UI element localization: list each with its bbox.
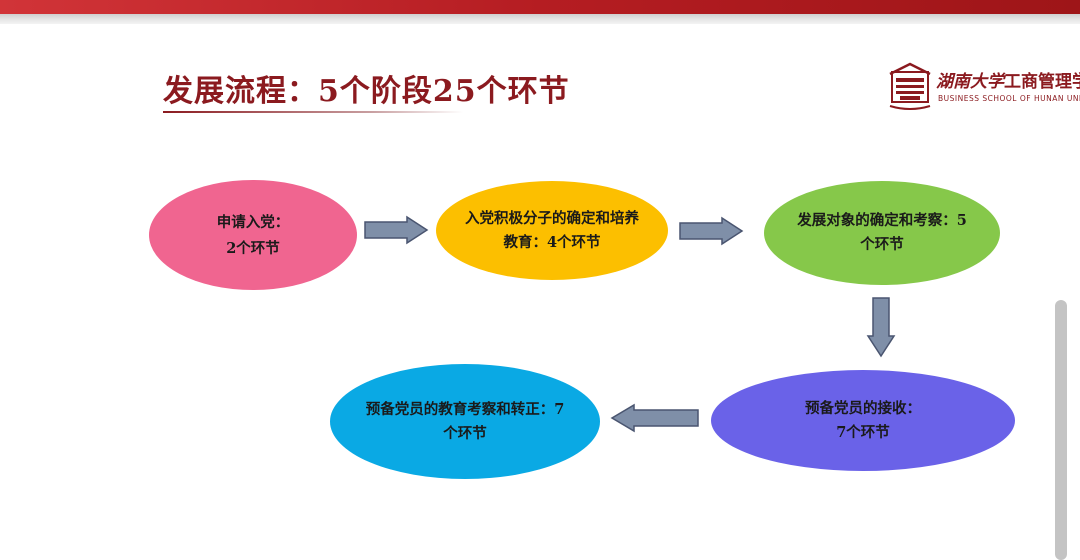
- arrow-stage-2-to-3: [679, 216, 744, 246]
- school-english-name: BUSINESS SCHOOL OF HUNAN UNIVERSITY: [938, 94, 1080, 103]
- title-underline: [163, 111, 463, 113]
- stage-5-node: 预备党员的教育考察和转正：7 个环节: [330, 364, 600, 479]
- stage-1-line2: 2个环节: [226, 240, 280, 257]
- top-banner-shadow: [0, 14, 1080, 24]
- university-name-script: 湖南大学: [936, 72, 1004, 92]
- stage-4-line1: 预备党员的接收：: [805, 399, 921, 417]
- stage-1-line1: 申请入党：: [216, 214, 290, 231]
- stage-2-line1: 入党积极分子的确定和培养: [465, 209, 639, 227]
- university-logo: 湖南大学工商管理学 BUSINESS SCHOOL OF HUNAN UNIVE…: [888, 62, 1080, 114]
- stage-5-line1: 预备党员的教育考察和转正：7: [365, 400, 565, 418]
- university-seal-icon: [889, 62, 931, 110]
- stage-3-node: 发展对象的确定和考察：5 个环节: [764, 181, 1000, 285]
- stage-2-node: 入党积极分子的确定和培养 教育：4个环节: [436, 181, 668, 280]
- stage-3-line2: 个环节: [860, 236, 904, 253]
- arrow-stage-1-to-2: [364, 215, 429, 245]
- slide-title: 发展流程：5个阶段25个环节: [163, 74, 570, 109]
- vertical-scrollbar[interactable]: [1055, 300, 1067, 560]
- top-banner: [0, 0, 1080, 14]
- stage-4-line2: 7个环节: [836, 423, 890, 441]
- university-name: 湖南大学工商管理学: [936, 67, 1080, 92]
- stage-4-node: 预备党员的接收： 7个环节: [711, 370, 1015, 471]
- stage-5-line2: 个环节: [443, 424, 487, 442]
- arrow-stage-3-to-4: [866, 297, 896, 358]
- stage-3-line1: 发展对象的确定和考察：5: [797, 212, 967, 229]
- stage-2-line2: 教育：4个环节: [503, 233, 601, 251]
- stage-1-node: 申请入党： 2个环节: [149, 180, 357, 290]
- arrow-stage-4-to-5: [610, 403, 699, 433]
- school-name: 工商管理学: [1004, 72, 1080, 92]
